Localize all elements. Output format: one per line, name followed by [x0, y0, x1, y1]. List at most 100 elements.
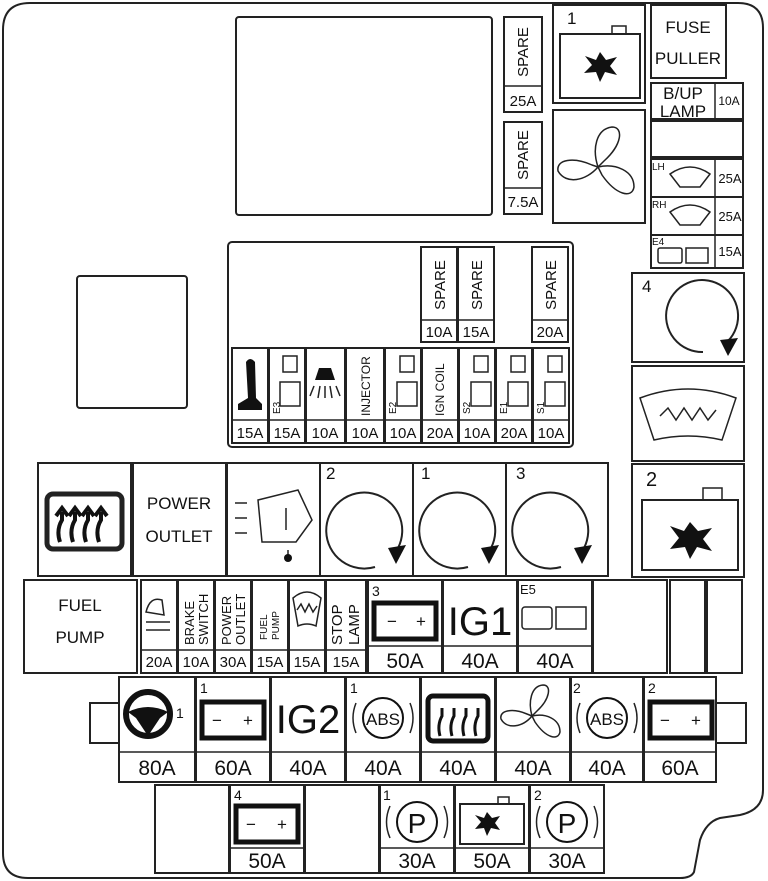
small-rating-6: 20A — [427, 425, 454, 442]
medium-fuse-row: BRAKE SWITCH POWER OUTLET FUEL PUMP STOP… — [140, 579, 367, 674]
bottom-fuse-row: 4 − + 1 P 2 P 50A 30A 50A 30A — [154, 784, 605, 874]
bottom-rating-2: 30A — [398, 850, 435, 873]
rear-defrost-icon-2 — [425, 693, 491, 744]
big-rating-1: 80A — [138, 757, 175, 780]
fuse-puller-label-1: FUSE — [665, 18, 710, 37]
empty-fuse-slot-right — [650, 120, 744, 158]
bat4-number: 4 — [234, 787, 242, 803]
e4-rating: 15A — [718, 244, 741, 259]
bup-label-1: B/UP — [663, 84, 703, 103]
battery-fuse-3 — [367, 579, 443, 674]
abs2-number: 2 — [573, 680, 581, 696]
rh-label: RH — [652, 200, 666, 211]
e3-label: E3 — [272, 401, 283, 414]
empty-slot-a — [592, 579, 668, 674]
fuel-pump-v-label-2: PUMP — [271, 611, 282, 640]
relay-4-number: 4 — [642, 277, 651, 296]
small-rating-9: 10A — [538, 425, 565, 442]
mid-big-rating-2: 40A — [461, 650, 498, 673]
mid-rating-5: 15A — [294, 654, 321, 671]
e2-label: E2 — [388, 401, 399, 414]
fuel-pump-label-2: PUMP — [55, 628, 104, 647]
fuel-pump-label-1: FUEL — [58, 596, 101, 615]
bat4-plus: + — [277, 815, 287, 834]
lamp-beam-icon — [310, 368, 340, 396]
steering-number: 1 — [176, 705, 184, 721]
battery-icon-1 — [199, 699, 267, 741]
e5-fuse — [517, 579, 593, 674]
p2-number: 2 — [534, 787, 542, 803]
bat2-minus: − — [660, 711, 670, 730]
bat2-number: 2 — [648, 680, 656, 696]
spare-fuse-top — [503, 16, 543, 113]
small-rating-4: 10A — [352, 425, 379, 442]
fan-motor-icon-2 — [670, 522, 712, 559]
mid-rating-6: 15A — [333, 654, 360, 671]
bup-rating: 10A — [718, 94, 739, 108]
mid-big-rating-1: 50A — [386, 650, 423, 673]
row-80-tab-right — [715, 702, 747, 744]
power-outlet-label-2: OUTLET — [145, 527, 212, 546]
abs2-label: ABS — [590, 710, 624, 729]
relay-2r-number: 2 — [646, 469, 657, 491]
e1-label: E1 — [499, 401, 510, 414]
manual-icon-e5 — [555, 606, 587, 630]
rear-defrost-icon — [54, 504, 109, 543]
relay-slot-large — [235, 16, 493, 216]
p1-label: P — [408, 808, 427, 839]
big-rating-5: 40A — [439, 757, 476, 780]
small-rating-2: 15A — [274, 425, 301, 442]
row-80-tab-left — [89, 702, 121, 744]
engine-icon-e1 — [510, 355, 526, 373]
ig2-label: IG2 — [276, 698, 340, 742]
relay-1c-number: 1 — [421, 464, 430, 483]
mid-rating-1: 20A — [146, 654, 173, 671]
empty-slot-b — [669, 579, 706, 674]
small-rating-7: 10A — [464, 425, 491, 442]
power-outlet-label-1: POWER — [147, 494, 211, 513]
bat3-minus: − — [387, 612, 397, 631]
e4-label: E4 — [652, 237, 665, 248]
lh-rating: 25A — [718, 171, 741, 186]
brake-switch-label-2: SWITCH — [196, 594, 211, 645]
big-rating-8: 60A — [661, 757, 698, 780]
fuel-pump-relay — [23, 579, 138, 674]
lh-label: LH — [652, 162, 665, 173]
small-rating-8: 20A — [501, 425, 528, 442]
engine-icon-s1 — [547, 355, 563, 373]
large-fuse-row: 1 1 − + IG2 1 ABS 2 ABS 2 − + 80A — [118, 676, 717, 783]
mid-rating-2: 10A — [183, 654, 210, 671]
p2-label: P — [558, 808, 577, 839]
empty-relay-slot-left — [76, 275, 188, 409]
spare-row-rating-3: 20A — [537, 324, 564, 341]
windshield-heater-icon — [639, 388, 737, 441]
small-rating-5: 10A — [390, 425, 417, 442]
bat1-plus: + — [243, 711, 253, 730]
spare-row-label-1: SPARE — [432, 260, 449, 310]
spare-top-rating: 25A — [510, 93, 537, 110]
spare-row-rating-2: 15A — [463, 324, 490, 341]
spare-fuse-row: SPARE 10A SPARE 15A SPARE 20A — [420, 246, 569, 343]
fuse-puller[interactable] — [650, 4, 727, 79]
spare-row-rating-1: 10A — [426, 324, 453, 341]
s1-label: S1 — [536, 401, 547, 414]
rh-rating: 25A — [718, 209, 741, 224]
relay-3-center — [505, 462, 609, 577]
p1-number: 1 — [383, 787, 391, 803]
ig1-fuse — [442, 579, 518, 674]
empty-slot-c — [706, 579, 743, 674]
stop-lamp-label-1: STOP — [329, 604, 346, 645]
engine-check-icon — [657, 247, 683, 264]
power-outlet-relay — [132, 462, 227, 577]
relay-1-number: 1 — [567, 9, 576, 28]
bat2-plus: + — [691, 711, 701, 730]
fuel-pump-v-label-1: FUEL — [259, 614, 270, 640]
battery-icon-3 — [371, 600, 439, 642]
small-fuse-row: E3 INJECTOR E2 IGN COIL S2 E1 S1 15A 15A… — [231, 347, 570, 444]
defog-icon — [292, 591, 322, 628]
wiper-rh-icon — [668, 204, 712, 226]
bup-lamp-fuse — [650, 82, 744, 120]
big-rating-3: 40A — [289, 757, 326, 780]
battery-icon-2 — [647, 699, 715, 741]
